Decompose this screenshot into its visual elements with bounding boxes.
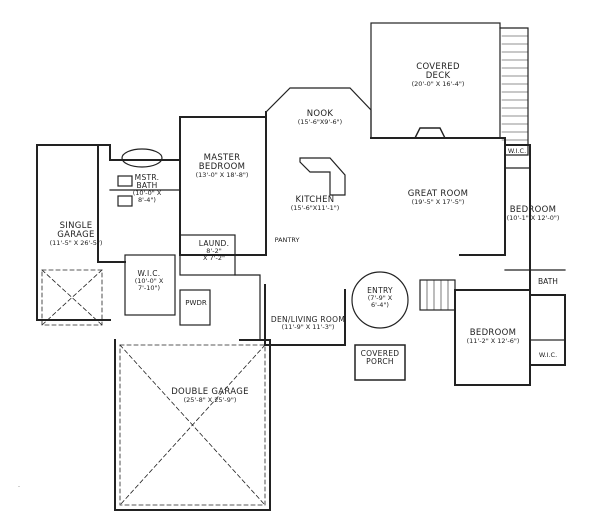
laundry-label: LAUND. 8'-2" X 7'-2" [198,239,230,262]
bedroom-lower-label: BEDROOM (11'-2" X 12'-6") [466,328,520,345]
nook-bay-walls [265,87,372,139]
covered-deck-label: COVERED DECK (20'-0" X 16'-4") [411,62,465,88]
great-room-walls [370,137,506,256]
laundry [179,234,236,276]
master-bath [97,144,181,263]
double-garage-label: DOUBLE GARAGE (25'-8" X 25'-9") [171,387,249,404]
pwdr-label: PWDR [185,299,207,307]
single-garage [36,144,111,321]
entry-label: ENTRY (7'-9" X 6'-4") [367,286,393,309]
single-garage-door [41,269,103,326]
deck-stairs [499,27,529,156]
great-room-label: GREAT ROOM (19'-5" X 17'-5") [407,189,469,206]
fireplace [414,127,446,139]
tub [121,148,163,168]
pantry-label: PANTRY [274,236,300,244]
den-living-room-label: DEN/LIVING ROOM (11'-9" X 11'-3") [270,315,346,331]
single-garage-label: SINGLE GARAGE (11'-5" X 26'-5") [49,221,103,247]
center-stairs [419,279,456,311]
master-bedroom-label: MASTER BEDROOM (13'-0" X 18'-8") [195,153,249,179]
double-garage [114,339,271,511]
entry-rotunda [351,271,409,329]
wic-right-top-label: W.I.C. [507,147,527,155]
svg-text:.: . [18,480,20,489]
mstr-bath-label: MSTR. BATH (10'-0" X 8'-4") [132,173,162,204]
bedroom-right-label: BEDROOM (10'-1" X 12'-0") [506,205,560,222]
powder-room [179,289,211,326]
wic-lower-label: W.I.C. [538,351,558,359]
den-walls [264,284,346,346]
house-outline-top [179,111,267,256]
nook-label: NOOK (15'-6"X9'-6") [297,109,343,126]
covered-porch-label: COVERED PORCH [360,349,400,366]
wic-master-label: W.I.C. (10'-0" X 7'-10") [134,269,164,292]
covered-porch [354,344,406,381]
kitchen-label: KITCHEN (15'-6"X11'-1") [290,195,340,212]
bath-right-label: BATH [538,277,558,286]
kitchen-island [299,157,346,196]
lower-bedroom [454,289,531,386]
double-garage-door [119,344,266,506]
